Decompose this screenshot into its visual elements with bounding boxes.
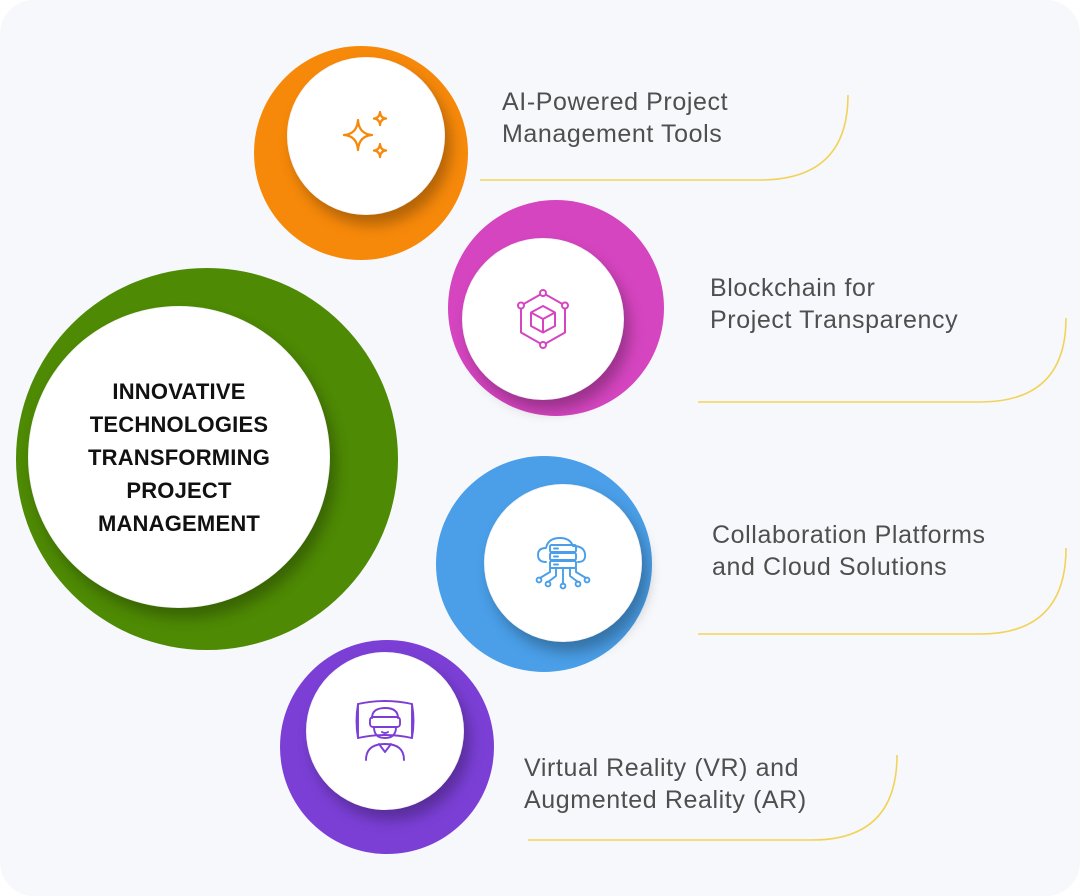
connector-line-1 <box>480 94 849 181</box>
item-label-line: Project Transparency <box>710 306 959 334</box>
center-title-line: TECHNOLOGIES <box>89 411 269 437</box>
cloud-server-icon <box>532 532 594 594</box>
item-label-line: Management Tools <box>502 120 723 148</box>
item-label-line: Collaboration Platforms <box>712 521 986 549</box>
center-title-line: INNOVATIVE <box>112 378 246 404</box>
item-label-line: Augmented Reality (AR) <box>524 786 807 814</box>
center-disc: INNOVATIVE TECHNOLOGIES TRANSFORMING PRO… <box>28 306 330 608</box>
blockchain-cube-icon <box>512 288 574 350</box>
center-title-line: MANAGEMENT <box>97 510 261 536</box>
item-label-line: AI-Powered Project <box>502 88 729 116</box>
connector-line-2 <box>698 317 1067 403</box>
vr-headset-icon <box>352 698 418 764</box>
item-label-line: and Cloud Solutions <box>712 553 948 581</box>
item-disc-4 <box>306 652 464 810</box>
item-disc-2 <box>462 238 624 400</box>
item-label-1: AI-Powered Project Management Tools <box>502 86 728 150</box>
connector-line-3 <box>698 547 1067 635</box>
connector-line-4 <box>528 754 898 841</box>
center-title-line: TRANSFORMING <box>87 444 271 470</box>
item-label-line: Blockchain for <box>710 274 876 302</box>
item-label-2: Blockchain for Project Transparency <box>710 272 958 336</box>
item-label-4: Virtual Reality (VR) and Augmented Reali… <box>524 752 807 816</box>
sparkles-icon <box>338 108 394 164</box>
item-label-3: Collaboration Platforms and Cloud Soluti… <box>712 519 986 583</box>
item-label-line: Virtual Reality (VR) and <box>524 754 800 782</box>
center-title-line: PROJECT <box>126 477 232 503</box>
item-disc-1 <box>287 57 445 215</box>
item-disc-3 <box>484 484 642 642</box>
center-title: INNOVATIVE TECHNOLOGIES TRANSFORMING PRO… <box>88 375 270 540</box>
